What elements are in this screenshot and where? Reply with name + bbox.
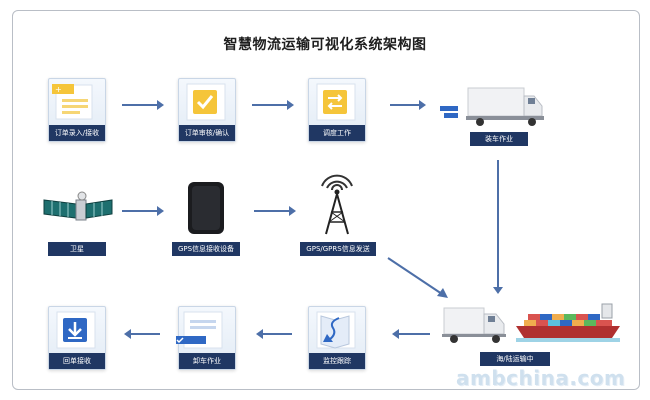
node-label: 装车作业: [470, 132, 528, 146]
arrow-satellite-to-receiver: [122, 206, 164, 216]
cargo-ship-icon: [516, 303, 620, 342]
arrow-monitoring-to-unloading: [256, 329, 292, 339]
truck-icon: [442, 307, 506, 343]
truck-loading-icon: [440, 87, 544, 126]
swap-document-icon: [316, 83, 356, 121]
arrow-unloading-to-receipt: [124, 329, 160, 339]
gps-device-icon: [188, 182, 224, 234]
unload-document-icon: [176, 311, 223, 349]
node-label: GPS信息接收设备: [172, 242, 240, 256]
node-label: 卸车作业: [193, 357, 221, 365]
signal-tower-icon: [321, 174, 353, 235]
arrow-sender-to-transit: [387, 257, 448, 298]
node-label: 回单接收: [63, 357, 91, 365]
watermark: ambchina.com: [456, 366, 626, 390]
map-route-icon: [316, 311, 356, 349]
node-label: 订单录入/接收: [54, 129, 100, 137]
satellite-icon: [43, 191, 113, 221]
arrow-receiver-to-sender: [254, 206, 296, 216]
order-document-icon: +: [52, 84, 93, 120]
node-label: 订单审核/确认: [184, 129, 230, 137]
node-label: 海/陆运输中: [480, 352, 550, 366]
arrow-dispatch-to-loading: [390, 100, 426, 110]
arrow-loading-to-transit: [493, 160, 503, 294]
diagram-title: 智慧物流运输可视化系统架构图: [223, 37, 427, 53]
download-document-icon: [56, 311, 96, 349]
node-label: 卫星: [48, 242, 106, 256]
check-document-icon: [186, 83, 226, 121]
arrow-review-to-dispatch: [252, 100, 294, 110]
svg-text:+: +: [55, 85, 62, 94]
node-label: 监控跟踪: [323, 357, 351, 365]
arrow-entry-to-review: [122, 100, 164, 110]
arrow-transit-to-monitoring: [392, 329, 430, 339]
node-label: GPS/GPRS信息发送: [300, 242, 376, 256]
node-label: 调度工作: [323, 129, 351, 137]
